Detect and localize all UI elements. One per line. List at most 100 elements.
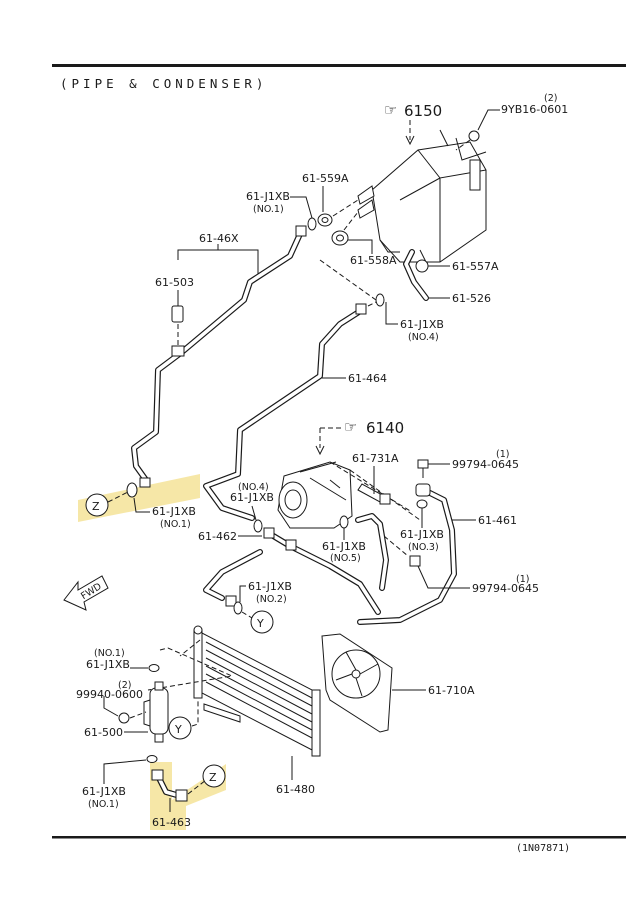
footer-rule <box>52 836 626 839</box>
bolt-99794-0645-bottom <box>409 555 421 567</box>
o-ring-icon <box>339 515 349 529</box>
part-61-J1XB-top[interactable]: 61-J1XB (NO.1) <box>246 190 290 215</box>
part-61-J1XB-no3[interactable]: 61-J1XB (NO.3) <box>400 528 444 553</box>
svg-text:61-558A: 61-558A <box>350 254 397 267</box>
part-61-J1XB-no5[interactable]: 61-J1XB (NO.5) <box>322 540 366 564</box>
svg-text:61-J1XB: 61-J1XB <box>248 580 292 593</box>
part-61-731A[interactable]: 61-731A <box>352 452 399 465</box>
connector-y-bottom[interactable]: Y <box>168 716 192 740</box>
reference-number: 6140 <box>366 419 404 437</box>
svg-text:61-731A: 61-731A <box>352 452 399 465</box>
reference-6150[interactable]: ☞ 6150 <box>384 101 442 120</box>
part-61-463[interactable]: 61-463 <box>152 816 191 829</box>
svg-text:(NO.2): (NO.2) <box>256 594 287 605</box>
pressure-switch-61-503 <box>171 305 184 323</box>
o-ring-icon <box>416 499 428 509</box>
part-61-J1XB-receiver[interactable]: (NO.1) 61-J1XB <box>86 648 130 671</box>
part-61-503[interactable]: 61-503 <box>155 276 194 289</box>
pipe-fitting <box>175 789 188 802</box>
bolt-head <box>379 493 391 505</box>
reference-6140[interactable]: ☞ 6140 <box>344 418 404 437</box>
part-99940-0600[interactable]: (2) 99940-0600 <box>76 680 143 701</box>
svg-text:Z: Z <box>92 500 100 513</box>
pipe-fitting <box>285 539 297 551</box>
svg-text:61-464: 61-464 <box>348 372 387 385</box>
connector-z-bottom[interactable]: Z <box>202 764 226 788</box>
pipe-fitting <box>263 527 275 539</box>
svg-text:(NO.4): (NO.4) <box>238 482 269 493</box>
pointing-hand-icon: ☞ <box>384 101 397 119</box>
svg-text:99940-0600: 99940-0600 <box>76 688 143 701</box>
svg-text:(NO.5): (NO.5) <box>330 553 361 564</box>
part-61-500[interactable]: 61-500 <box>84 726 123 739</box>
receiver-drier-61-500 <box>143 681 169 743</box>
svg-text:(1): (1) <box>516 574 529 585</box>
part-61-46X[interactable]: 61-46X <box>199 232 239 245</box>
svg-text:61-461: 61-461 <box>478 514 517 527</box>
o-ring-icon <box>233 601 243 615</box>
part-9YB16-0601[interactable]: (2) 9YB16-0601 <box>501 93 568 116</box>
svg-text:61-710A: 61-710A <box>428 684 475 697</box>
pipe-fitting <box>355 303 367 315</box>
svg-text:(2): (2) <box>544 93 557 104</box>
part-61-558A[interactable]: 61-558A <box>350 254 397 267</box>
nut-icon <box>468 130 480 142</box>
svg-text:(2): (2) <box>118 680 131 691</box>
o-ring-icon <box>253 519 263 533</box>
part-99794-0645-top[interactable]: (1) 99794-0645 <box>452 449 519 471</box>
pipe-fitting <box>139 477 151 488</box>
part-61-480[interactable]: 61-480 <box>276 783 315 796</box>
svg-text:61-463: 61-463 <box>152 816 191 829</box>
svg-text:99794-0645: 99794-0645 <box>452 458 519 471</box>
svg-text:61-J1XB: 61-J1XB <box>400 528 444 541</box>
svg-text:Y: Y <box>174 723 182 736</box>
svg-text:(NO.4): (NO.4) <box>408 332 439 343</box>
o-ring-icon <box>126 482 138 498</box>
svg-text:Y: Y <box>256 617 264 630</box>
part-61-J1XB-no4-right[interactable]: 61-J1XB (NO.4) <box>400 318 444 343</box>
svg-text:99794-0645: 99794-0645 <box>472 582 539 595</box>
evaporator-unit <box>357 129 487 263</box>
svg-text:61-503: 61-503 <box>155 276 194 289</box>
compressor <box>277 461 353 529</box>
part-61-J1XB-no4-left[interactable]: (NO.4) 61-J1XB <box>230 482 274 504</box>
part-61-526[interactable]: 61-526 <box>452 292 491 305</box>
svg-text:61-J1XB: 61-J1XB <box>86 658 130 671</box>
grommet-557a <box>415 259 429 273</box>
svg-text:(NO.1): (NO.1) <box>94 648 125 659</box>
part-61-557A[interactable]: 61-557A <box>452 260 499 273</box>
svg-text:61-557A: 61-557A <box>452 260 499 273</box>
connector-z-top[interactable]: Z <box>85 493 109 517</box>
part-99794-0645-bottom[interactable]: (1) 99794-0645 <box>472 574 539 595</box>
part-61-461[interactable]: 61-461 <box>478 514 517 527</box>
part-61-559A[interactable]: 61-559A <box>302 172 349 185</box>
svg-text:61-J1XB: 61-J1XB <box>246 190 290 203</box>
connector-y-top[interactable]: Y <box>250 610 274 634</box>
part-61-464[interactable]: 61-464 <box>348 372 387 385</box>
pipe-fitting <box>151 769 164 781</box>
o-ring-icon <box>375 293 385 307</box>
page-title: (PIPE & CONDENSER) <box>60 76 267 91</box>
svg-text:61-46X: 61-46X <box>199 232 239 245</box>
part-61-J1XB-no2[interactable]: 61-J1XB (NO.2) <box>248 580 292 605</box>
part-61-710A[interactable]: 61-710A <box>428 684 475 697</box>
svg-text:(NO.3): (NO.3) <box>408 542 439 553</box>
pipe-fitting <box>295 225 307 237</box>
nut-99940-0600 <box>118 712 130 724</box>
svg-text:61-J1XB: 61-J1XB <box>400 318 444 331</box>
svg-text:(NO.1): (NO.1) <box>160 519 191 530</box>
part-61-J1XB-bottom[interactable]: 61-J1XB (NO.1) <box>82 785 126 810</box>
pipe-fitting <box>225 595 237 607</box>
drawing-code: (1N07871) <box>516 843 570 854</box>
svg-text:61-462: 61-462 <box>198 530 237 543</box>
pipe-fitting <box>415 483 431 497</box>
svg-text:Z: Z <box>209 771 217 784</box>
o-ring-icon <box>146 755 158 763</box>
part-61-J1XB-z[interactable]: 61-J1XB (NO.1) <box>152 505 196 530</box>
svg-text:(NO.1): (NO.1) <box>88 799 119 810</box>
part-61-462[interactable]: 61-462 <box>198 530 237 543</box>
pipe-61-46X <box>131 231 303 483</box>
svg-text:9YB16-0601: 9YB16-0601 <box>501 103 568 116</box>
pointing-hand-icon: ☞ <box>344 418 357 436</box>
